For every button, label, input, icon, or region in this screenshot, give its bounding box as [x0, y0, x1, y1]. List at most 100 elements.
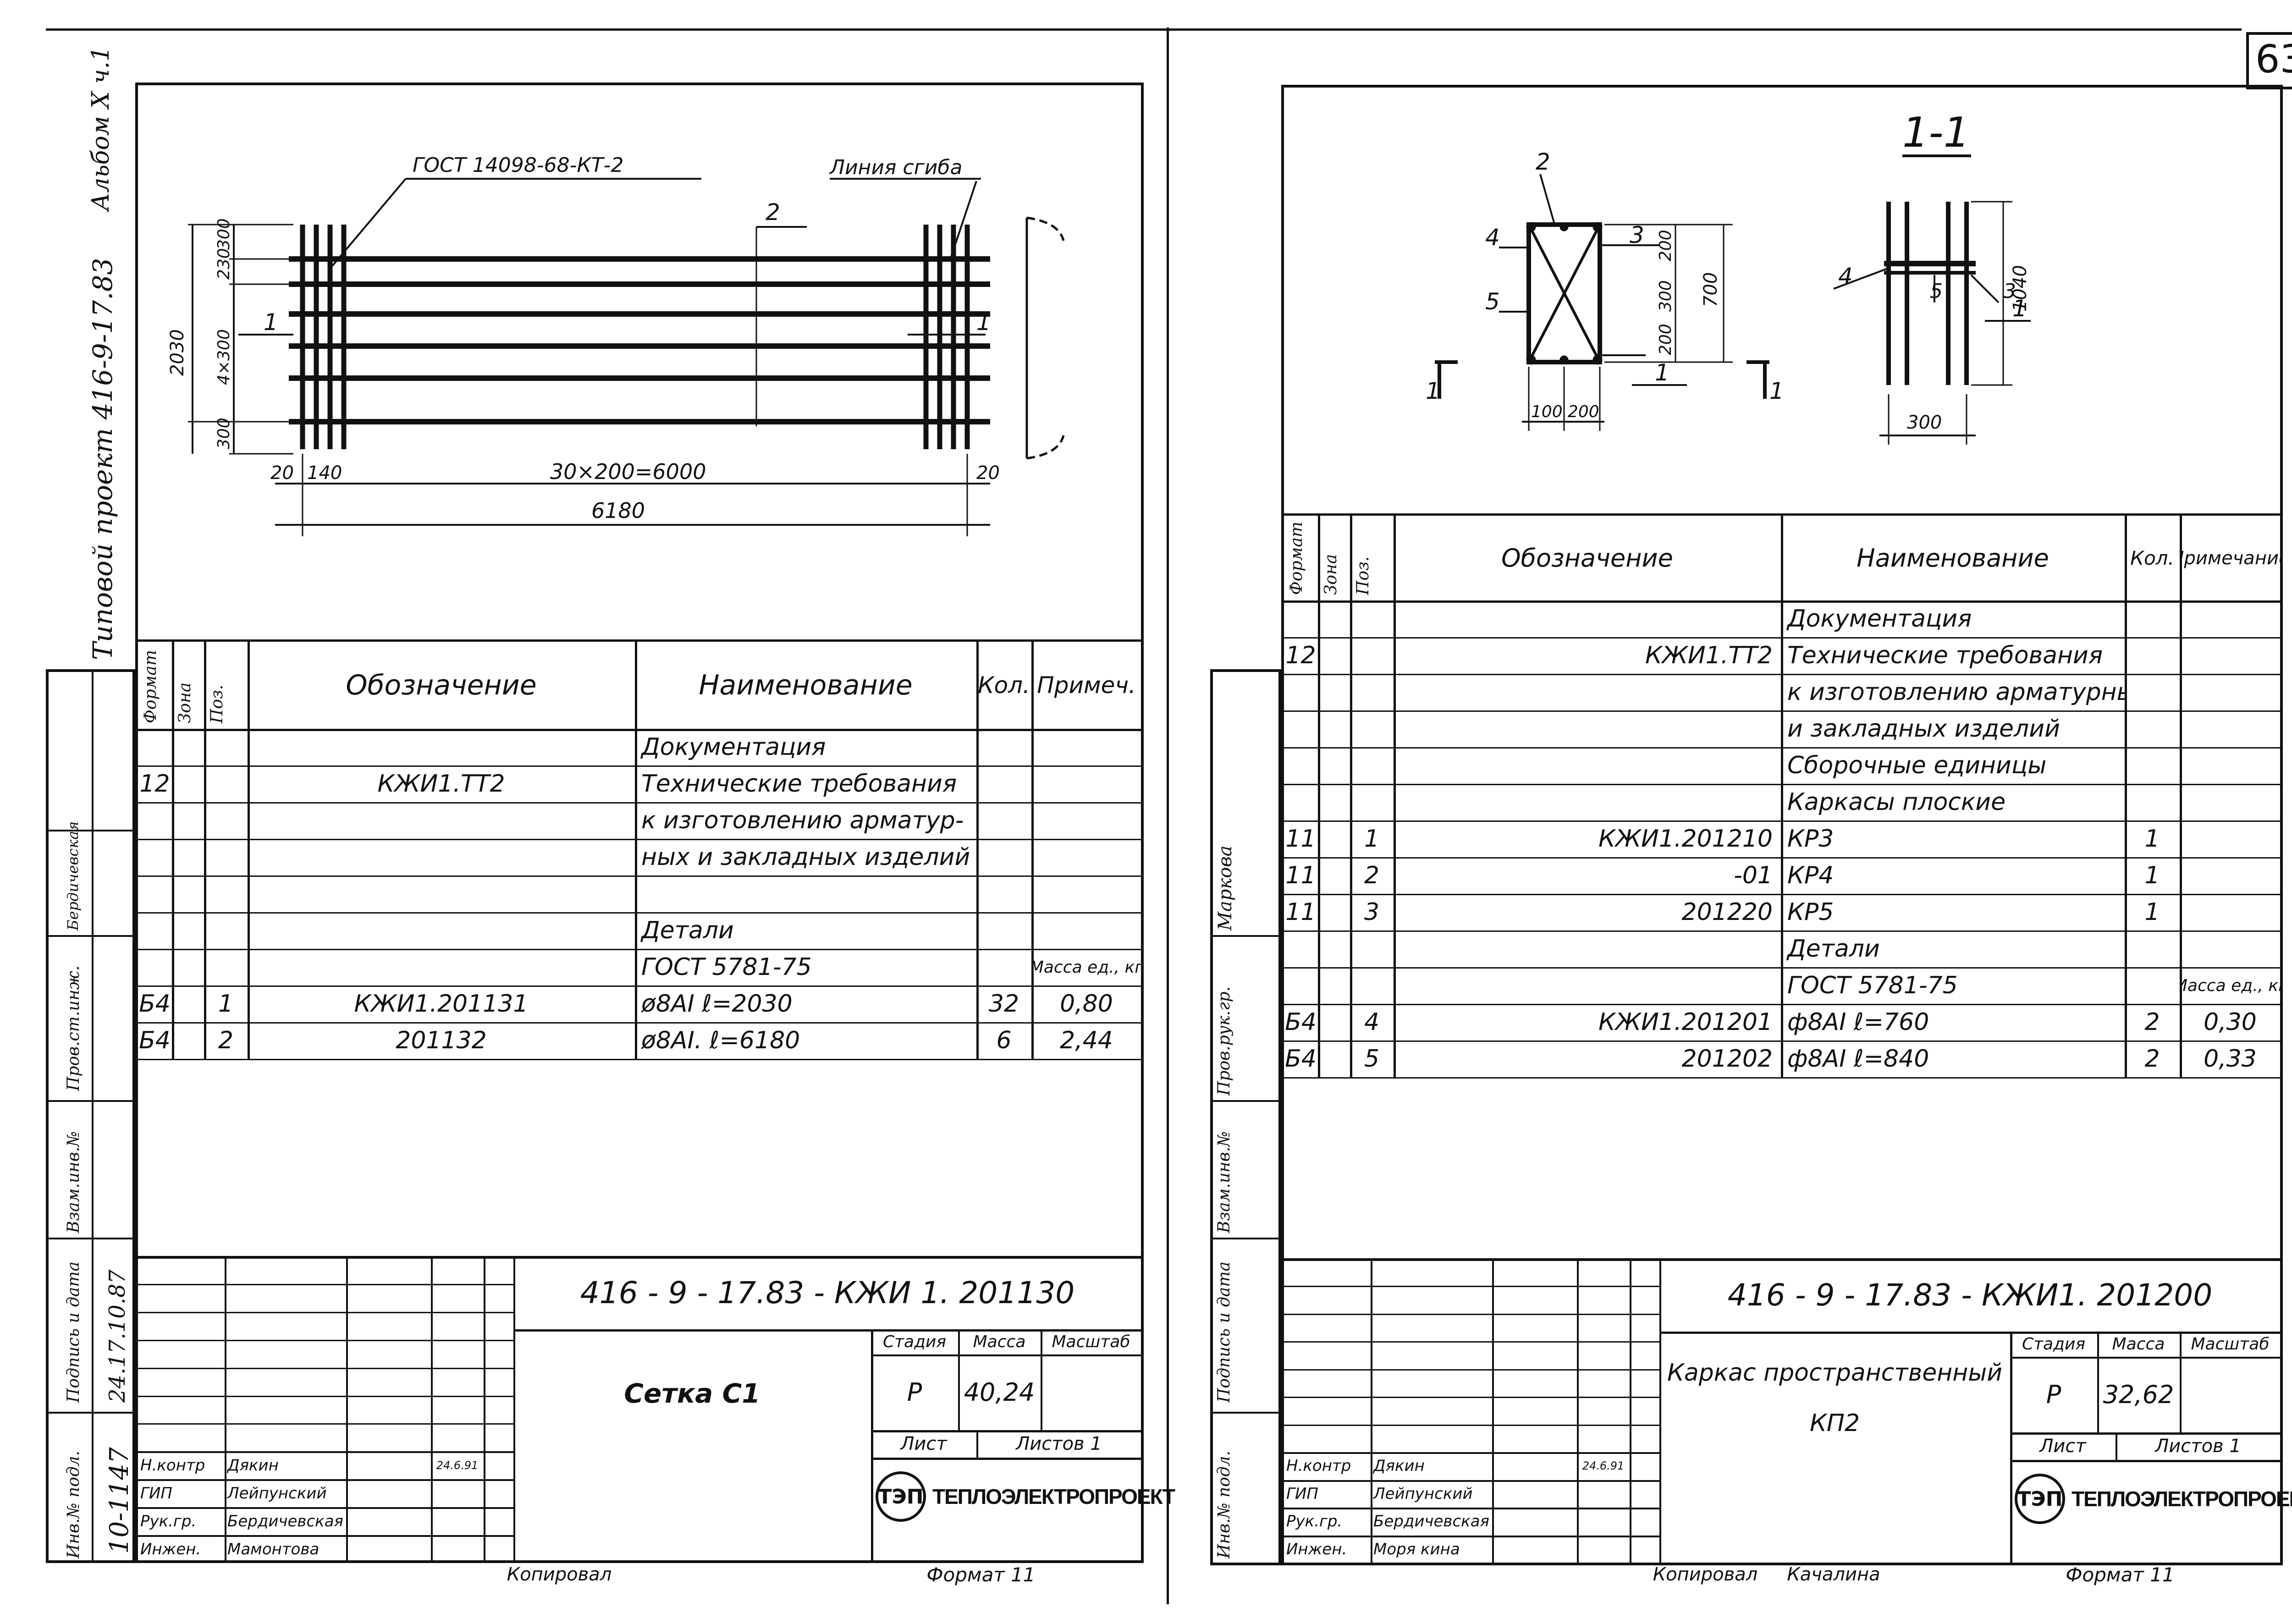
stamp-col-line [1371, 1258, 1372, 1563]
left-side-inv-repl: Взам.инв.№ [64, 1131, 83, 1233]
dim-pos1: 1 [264, 309, 278, 336]
table-cell-note: Масса ед., кг [2180, 976, 2281, 995]
table-cell-note: 0,30 [2204, 1008, 2257, 1036]
stamp-row-line [1284, 1452, 1659, 1454]
dim-6180: 6180 [591, 498, 645, 523]
org-name: ТЕПЛОЭЛЕКТРОПРОЕКТ [2072, 1487, 2292, 1511]
stamp-col-line [1659, 1258, 1661, 1563]
stamp-scale-label: Масштаб [2191, 1335, 2270, 1354]
stamp-sheet-label: Лист [900, 1433, 947, 1454]
right-margin-column [1210, 669, 1281, 1565]
table-cell-qty [2125, 930, 2180, 967]
left-side-checker: Бердичевская [64, 821, 82, 930]
stamp-name: Мамонтова [227, 1540, 320, 1558]
teploelektroproekt-emblem-icon: ТЭП [876, 1471, 926, 1522]
table-cell-qty: 1 [2144, 898, 2160, 926]
right-side-checker: Маркова [1215, 845, 1236, 930]
stamp-stage: Р [907, 1378, 922, 1407]
table-cell-format: Б4 [1285, 1008, 1317, 1036]
stamp-stage-label: Стадия [882, 1332, 947, 1351]
left-margin-divider [92, 669, 94, 1563]
dim-pos4b: 4 [1838, 263, 1853, 290]
table-col-line [1394, 516, 1396, 1077]
table-cell-pos [1350, 967, 1394, 1004]
center-fold-line [1167, 28, 1169, 1604]
table-cell-qty [2125, 784, 2180, 820]
table-row-line [1284, 1004, 2281, 1005]
table-cell-format [138, 875, 172, 912]
stamp-info-col [1041, 1329, 1042, 1430]
stamp-row-line [1284, 1286, 1659, 1288]
stamp-copier: Качалина [1787, 1564, 1880, 1585]
table-row-line [1284, 637, 2281, 639]
table-cell-qty: 1 [2144, 862, 2160, 889]
table-cell-note [2180, 674, 2281, 710]
org-logo: ТЭП ТЕПЛОЭЛЕКТРОПРОЕКТ [2015, 1474, 2292, 1524]
margin-sep [1210, 1238, 1281, 1239]
stamp-role: Н.контр [140, 1456, 205, 1475]
right-side-check: Пров.рук.гр. [1215, 986, 1234, 1096]
left-drawing-mesh: ГОСТ 14098-68-КТ-2 Линия сгиба 2 1 1 203… [167, 154, 1065, 536]
table-cell-pos: 5 [1364, 1045, 1380, 1073]
stamp-col-line [225, 1256, 226, 1563]
table-cell-pos [204, 802, 248, 839]
table-header-note: Примеч. [1037, 672, 1136, 699]
table-cell-qty [2125, 710, 2180, 747]
table-cell-designation: 201202 [1681, 1045, 1773, 1073]
table-cell-pos [1350, 600, 1394, 637]
table-row-line [138, 802, 1141, 804]
stamp-title: Сетка С1 [624, 1378, 760, 1409]
table-header-pos: Поз. [208, 684, 226, 723]
table-cell-qty [976, 765, 1031, 802]
dim-30x200: 30×200=6000 [550, 459, 706, 484]
table-col-line [2180, 516, 2182, 1077]
table-cell-qty: 32 [988, 990, 1019, 1018]
stamp-date: 24.6.91 [1582, 1459, 1625, 1473]
dim-pos2-r: 2 [1536, 149, 1550, 175]
stamp-info-divider [2010, 1332, 2012, 1563]
table-cell-pos: 1 [218, 990, 234, 1018]
stamp-mass-label: Масса [2112, 1335, 2165, 1354]
table-row-line [138, 875, 1141, 877]
table-header-designation: Обозначение [346, 669, 537, 701]
left-margin-column [46, 669, 135, 1563]
table-cell-name: Детали [641, 917, 734, 944]
table-cell-note [1031, 802, 1141, 839]
table-cell-format [1284, 710, 1318, 747]
left-side-sign-date: Подпись и дата [64, 1261, 83, 1403]
margin-sep [46, 935, 135, 937]
table-cell-name: Документация [641, 733, 826, 761]
table-header-format: Формат [141, 650, 160, 723]
table-cell-designation: КЖИ1.201210 [1598, 825, 1773, 853]
table-row-line [1284, 747, 2281, 749]
table-row-line [1284, 1040, 2281, 1042]
table-cell-qty: 2 [2144, 1008, 2160, 1036]
table-cell-pos [1350, 784, 1394, 820]
table-col-line [248, 642, 250, 1059]
dim-300: 300 [1656, 280, 1675, 312]
stamp-row-line [1284, 1369, 1659, 1371]
dim-pos5b: 5 [1930, 280, 1943, 303]
dim-200c: 200 [1568, 402, 1599, 421]
table-cell-designation [248, 912, 635, 949]
stamp-col-line [346, 1256, 348, 1563]
table-cell-pos [1350, 710, 1394, 747]
table-row-line [1284, 857, 2281, 859]
project-label: Типовой проект 416-9-17.83 [87, 258, 118, 660]
table-cell-note [2180, 710, 2281, 747]
table-cell-name: Каркасы плоские [1787, 788, 2006, 816]
table-cell-pos: 3 [1364, 898, 1380, 926]
stamp-role: Инжен. [1286, 1540, 1347, 1558]
dim-pos2: 2 [766, 199, 780, 226]
teploelektroproekt-emblem-icon: ТЭП [2015, 1474, 2065, 1524]
table-cell-name: ных и закладных изделий [641, 843, 970, 871]
table-cell-format: Б4 [139, 1027, 171, 1054]
table-cell-format [1284, 600, 1318, 637]
stamp-copied: Копировал [1653, 1564, 1758, 1585]
table-cell-note: 2,44 [1060, 1027, 1113, 1054]
table-cell-format [1284, 674, 1318, 710]
table-cell-note: Масса ед., кг [1031, 958, 1141, 977]
right-table-top [1281, 513, 2283, 516]
dim-140: 140 [307, 462, 342, 484]
